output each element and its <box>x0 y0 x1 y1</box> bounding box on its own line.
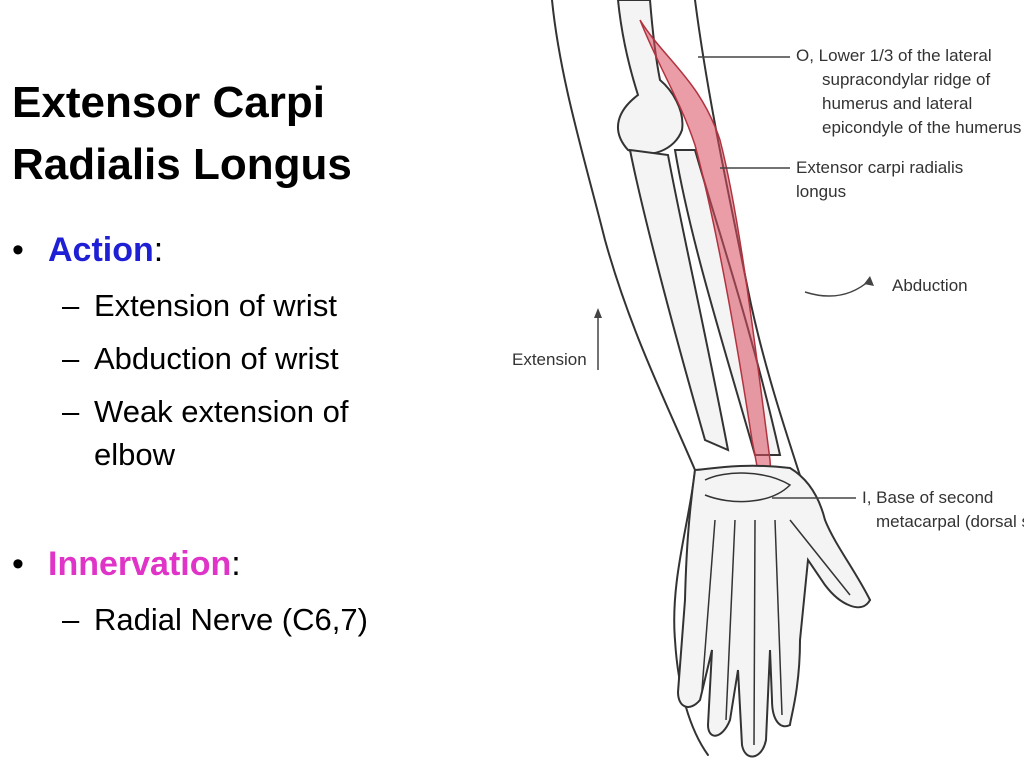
action-item-text: Extension of wrist <box>94 288 337 323</box>
action-item-text: Abduction of wrist <box>94 341 339 376</box>
innervation-item-text: Radial Nerve (C6,7) <box>94 602 368 637</box>
finger-bone-line <box>774 519 783 716</box>
action-colon: : <box>153 231 164 269</box>
action-item: –Abduction of wrist <box>62 338 339 380</box>
slide-title: Extensor Carpi Radialis Longus <box>12 72 452 196</box>
dash: – <box>62 288 80 323</box>
forearm-drawing <box>551 0 874 758</box>
bullet-dot: • <box>12 545 24 583</box>
finger-bone-line <box>701 519 716 691</box>
abduction-label: Abduction <box>892 276 968 295</box>
extension-label: Extension <box>512 350 587 369</box>
finger-bone-line <box>753 519 756 746</box>
slide-title-line-1: Extensor Carpi <box>12 78 325 127</box>
hand-outline <box>676 464 872 758</box>
dash: – <box>62 341 80 376</box>
abduction-arrow <box>804 279 871 297</box>
abduction-arrowhead-icon <box>864 276 874 286</box>
action-item: –Weak extension of <box>62 391 348 433</box>
dash: – <box>62 602 80 637</box>
muscle-label-line-2: longus <box>796 182 847 201</box>
action-heading: Action <box>48 231 154 269</box>
origin-label-line-3: humerus and lateral <box>822 94 973 113</box>
innervation-item: –Radial Nerve (C6,7) <box>62 599 368 641</box>
innervation-heading: Innervation <box>48 545 232 583</box>
thumb-bone-line <box>789 519 851 596</box>
insertion-label-line-1: I, Base of second <box>862 488 994 507</box>
origin-label-line-2: supracondylar ridge of <box>822 70 991 89</box>
action-item: –Extension of wrist <box>62 285 337 327</box>
forearm-illustration: O, Lower 1/3 of the lateral supracondyla… <box>490 0 1024 768</box>
slide-title-line-2: Radialis Longus <box>12 140 352 189</box>
action-item-text: Weak extension of <box>94 394 349 429</box>
insertion-label-line-2: metacarpal (dorsal s <box>876 512 1024 531</box>
innervation-colon: : <box>231 545 241 583</box>
arm-outline-left <box>551 0 709 756</box>
extension-arrowhead-icon <box>594 308 602 318</box>
action-item-continuation: elbow <box>94 437 175 472</box>
dash: – <box>62 394 80 429</box>
innervation-bullet: • Innervation: <box>12 544 241 584</box>
ulna-bone <box>628 148 730 452</box>
finger-bone-line <box>725 519 736 721</box>
humerus-bone <box>616 0 684 155</box>
origin-label-line-4: epicondyle of the humerus <box>822 118 1022 137</box>
origin-label-line-1: O, Lower 1/3 of the lateral <box>796 46 992 65</box>
muscle-label-line-1: Extensor carpi radialis <box>796 158 964 177</box>
carpal-bones <box>704 472 792 503</box>
action-bullet: • Action: <box>12 230 163 270</box>
bullet-dot: • <box>12 231 24 269</box>
